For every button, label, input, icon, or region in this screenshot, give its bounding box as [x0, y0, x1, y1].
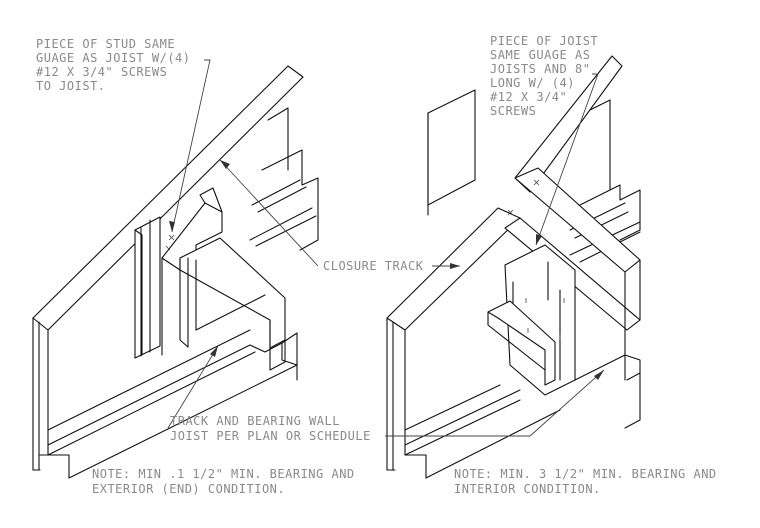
left-callout-line: PIECE OF STUD SAME [36, 37, 175, 51]
left-callout-line: TO JOIST. [36, 79, 106, 93]
closure-track-label: CLOSURE TRACK [323, 259, 424, 273]
left-callout-top: PIECE OF STUD SAME GUAGE AS JOIST W/(4) … [36, 37, 191, 93]
leader-bearing-wall [167, 345, 219, 429]
right-callout-line: LONG W/ (4) [490, 76, 575, 90]
left-note: NOTE: MIN .1 1/2" MIN. BEARING AND EXTER… [92, 467, 355, 496]
left-callout-line: #12 X 3/4" SCREWS [36, 65, 167, 79]
right-callout-line: #12 X 3/4" [490, 90, 567, 104]
left-note-line: EXTERIOR (END) CONDITION. [92, 482, 285, 496]
leader-stud-piece [171, 59, 211, 233]
leader-bearing-wall-right [385, 369, 605, 437]
left-note-line: NOTE: MIN .1 1/2" MIN. BEARING AND [92, 467, 355, 481]
left-framing-detail [32, 65, 319, 479]
right-callout-top: PIECE OF JOIST SAME GUAGE AS JOISTS AND … [490, 34, 598, 118]
right-note-line: NOTE: MIN. 3 1/2" MIN. BEARING AND [454, 467, 717, 481]
right-callout-line: PIECE OF JOIST [490, 34, 598, 48]
right-note-line: INTERIOR CONDITION. [454, 482, 601, 496]
bearing-wall-line: JOIST PER PLAN OR SCHEDULE [170, 429, 371, 443]
right-framing-detail [386, 55, 641, 479]
bearing-wall-callout: TRACK AND BEARING WALL JOIST PER PLAN OR… [170, 414, 371, 443]
bearing-wall-line: TRACK AND BEARING WALL [170, 414, 340, 428]
left-callout-line: GUAGE AS JOIST W/(4) [36, 51, 191, 65]
leader-joist-piece [535, 73, 599, 246]
right-callout-line: JOISTS AND 8" [490, 62, 590, 76]
right-callout-line: SCREWS [490, 104, 536, 118]
leaders [167, 59, 605, 437]
leader-closure-track [219, 159, 319, 267]
right-callout-line: SAME GUAGE AS [490, 48, 590, 62]
right-note: NOTE: MIN. 3 1/2" MIN. BEARING AND INTER… [454, 467, 717, 496]
